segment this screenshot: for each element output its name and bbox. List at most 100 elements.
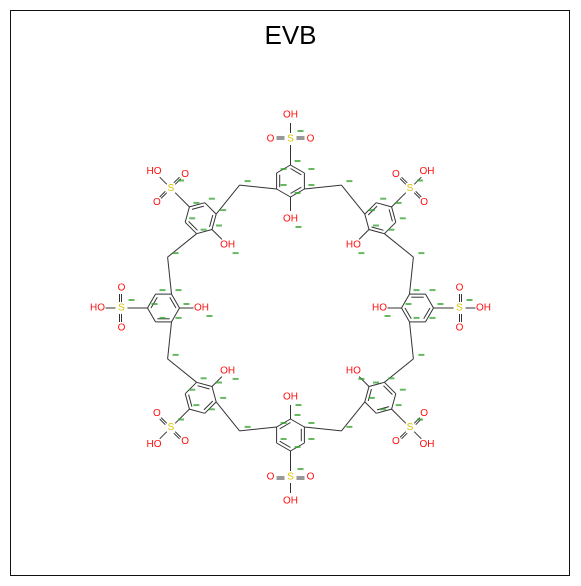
- atom-index-mark-1: [308, 168, 315, 170]
- bond-53: [189, 408, 205, 414]
- bond-128: [304, 184, 342, 190]
- figure-frame: [10, 10, 570, 576]
- atom-index-mark-24: [294, 446, 301, 448]
- atom-index-mark-7: [399, 217, 406, 220]
- bond-79: [391, 192, 407, 208]
- bond-123: [173, 176, 180, 184]
- bond-141: [167, 233, 197, 258]
- bond-70: [188, 221, 198, 231]
- atom-index-mark-16: [413, 289, 420, 292]
- sulfur-atom-2: S: [456, 303, 463, 314]
- bond-109: [159, 418, 166, 426]
- atom-index-mark-50: [417, 179, 423, 182]
- atom-index-mark-17: [429, 289, 436, 292]
- atom-index-mark-41: [159, 316, 166, 319]
- atom-index-mark-36: [151, 303, 158, 305]
- atom-index-mark-68: [244, 425, 251, 428]
- sulfonyl-oxygen-0-1: O: [267, 134, 275, 145]
- atom-index-mark-45: [216, 224, 222, 227]
- bond-59: [171, 307, 180, 323]
- bond-30: [364, 386, 370, 403]
- bond-130: [384, 233, 414, 258]
- atom-index-mark-34: [220, 396, 227, 399]
- atom-index-mark-28: [308, 422, 315, 424]
- bond-51: [204, 401, 217, 414]
- sulfonyl-oxygen-4-0: O: [267, 472, 275, 483]
- bond-35: [391, 393, 397, 410]
- bond-143: [239, 184, 277, 190]
- bond-95: [401, 432, 408, 440]
- bond-11: [384, 221, 397, 235]
- bond-34: [383, 385, 393, 395]
- atom-index-mark-9: [373, 224, 379, 227]
- bond-63: [189, 202, 205, 208]
- sulfonic-hydroxyl-2: OH: [476, 303, 491, 314]
- atom-index-mark-5: [280, 168, 287, 170]
- bond-55: [150, 296, 158, 309]
- sulfonic-hydroxyl-6: HO: [90, 303, 105, 314]
- atom-index-mark-2: [308, 184, 315, 186]
- atom-index-mark-56: [297, 468, 304, 470]
- bond-67: [209, 214, 214, 228]
- atom-index-mark-49: [295, 226, 302, 228]
- bond-28: [376, 406, 390, 411]
- atom-index-mark-6: [395, 201, 402, 204]
- atom-index-mark-71: [244, 180, 251, 183]
- bond-131: [409, 257, 414, 295]
- atom-index-mark-47: [189, 217, 196, 220]
- sulfonyl-oxygen-6-1: O: [118, 323, 126, 334]
- atom-index-mark-51: [358, 252, 365, 255]
- atom-index-mark-38: [175, 289, 182, 292]
- bond-46: [188, 394, 193, 407]
- bond-121: [174, 192, 190, 208]
- bond-66: [211, 213, 217, 230]
- bond-80: [413, 192, 421, 199]
- atom-index-mark-30: [193, 404, 200, 407]
- bond-41: [290, 418, 305, 428]
- sulfonic-hydroxyl-4: OH: [283, 496, 298, 507]
- sulfonyl-oxygen-1-1: O: [392, 169, 400, 180]
- atom-index-mark-39: [183, 303, 190, 305]
- bond-57: [171, 293, 180, 309]
- atom-index-mark-32: [200, 377, 207, 380]
- bond-5: [276, 188, 291, 198]
- sulfonyl-oxygen-7-0: O: [181, 169, 189, 180]
- sulfonic-hydroxyl-5: HO: [147, 439, 162, 450]
- bond-1: [290, 168, 302, 176]
- atom-index-mark-8: [388, 228, 395, 231]
- bond-36: [276, 442, 291, 452]
- atom-index-mark-67: [346, 425, 353, 428]
- atom-index-mark-60: [128, 299, 135, 301]
- bond-37: [279, 440, 291, 448]
- bond-40: [279, 422, 291, 430]
- bond-139: [167, 321, 172, 359]
- bond-19: [423, 307, 431, 320]
- sulfur-atom-6: S: [118, 303, 125, 314]
- bond-47: [184, 381, 197, 395]
- bond-49: [197, 385, 210, 390]
- sulfur-atom-5: S: [168, 422, 175, 433]
- phenol-hydroxyl-0: OH: [283, 214, 298, 225]
- bond-23: [401, 293, 410, 309]
- bond-125: [159, 190, 166, 198]
- bond-134: [341, 401, 366, 432]
- atom-index-mark-33: [216, 381, 222, 384]
- atom-index-mark-65: [418, 252, 425, 255]
- phenol-hydroxyl-1: HO: [346, 240, 361, 251]
- bond-132: [409, 321, 414, 359]
- atom-index-mark-61: [206, 315, 213, 317]
- phenol-hydroxyl-2: HO: [372, 303, 387, 314]
- sulfur-atom-4: S: [287, 472, 294, 483]
- bond-85: [358, 229, 370, 240]
- bond-71: [184, 206, 190, 223]
- sulfonyl-oxygen-2-0: O: [456, 323, 464, 334]
- atom-index-mark-21: [373, 381, 379, 384]
- bond-110: [174, 431, 182, 438]
- atom-index-mark-48: [297, 130, 304, 132]
- sulfur-atom-1: S: [407, 183, 414, 194]
- bond-layer: [105, 123, 476, 493]
- bond-140: [167, 257, 172, 295]
- atom-index-mark-59: [232, 377, 239, 380]
- bond-111: [173, 432, 180, 440]
- atom-index-mark-37: [159, 289, 166, 292]
